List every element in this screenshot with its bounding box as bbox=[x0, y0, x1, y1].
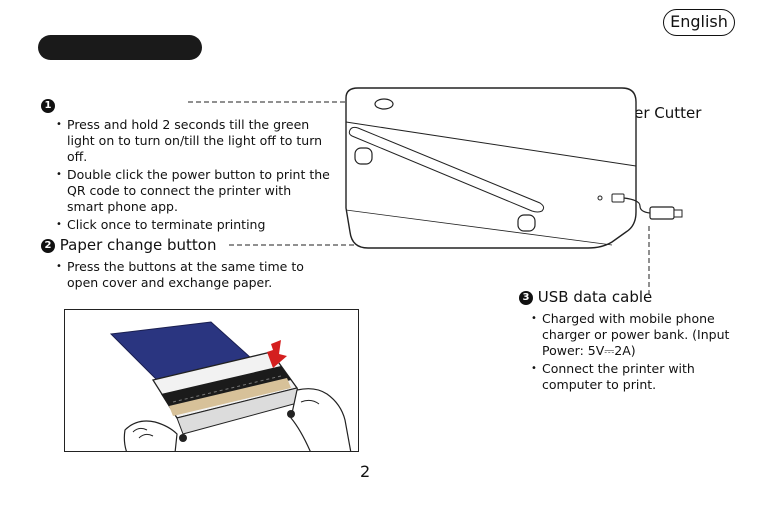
section-1-bullet: Double click the power button to print t… bbox=[56, 167, 331, 215]
printer-body bbox=[345, 87, 637, 249]
section-2-bullets: Press the buttons at the same time to op… bbox=[56, 259, 306, 293]
section-2-bullet: Press the buttons at the same time to op… bbox=[56, 259, 306, 291]
power-button-icon bbox=[374, 98, 394, 110]
status-led bbox=[597, 195, 603, 201]
section-1-number: 1 bbox=[41, 98, 55, 113]
section-2-heading: 2 Paper change button bbox=[41, 236, 216, 254]
section-1-bullet: Click once to terminate printing bbox=[56, 217, 331, 233]
paper-button-right bbox=[517, 214, 536, 232]
section-3-bullet: Charged with mobile phone charger or pow… bbox=[531, 311, 741, 359]
language-badge[interactable]: English bbox=[663, 9, 735, 36]
section-3-number: 3 bbox=[519, 290, 533, 305]
section-2-number: 2 bbox=[41, 238, 55, 253]
usb-cable bbox=[611, 193, 683, 220]
section-3-bullets: Charged with mobile phone charger or pow… bbox=[531, 311, 741, 395]
paper-change-photo-illustration bbox=[65, 310, 358, 451]
paper-change-photo bbox=[64, 309, 359, 452]
paper-button-left bbox=[354, 147, 373, 165]
section-1-marker: 1 bbox=[41, 95, 55, 114]
section-1-bullet: Press and hold 2 seconds till the green … bbox=[56, 117, 331, 165]
usb-plug-icon bbox=[649, 206, 675, 220]
section-3-heading: 3 USB data cable bbox=[519, 288, 652, 306]
section-2-title: Paper change button bbox=[59, 236, 217, 254]
section-1-bullets: Press and hold 2 seconds till the green … bbox=[56, 117, 331, 235]
section-title-bar bbox=[38, 35, 202, 60]
page-number: 2 bbox=[360, 462, 371, 481]
section-3-title: USB data cable bbox=[537, 288, 653, 306]
section-3-bullet: Connect the printer with computer to pri… bbox=[531, 361, 741, 393]
